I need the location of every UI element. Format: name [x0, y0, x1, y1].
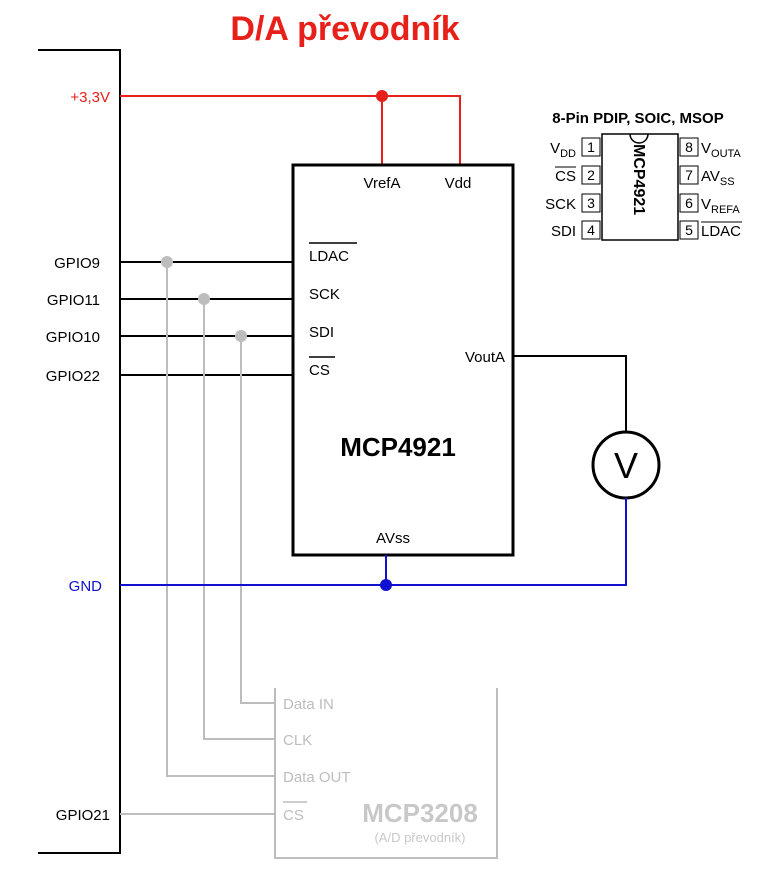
adc-pin-cs: CS [283, 807, 304, 824]
package-pin-number-5: 5 [685, 222, 693, 238]
package-pin-number-7: 7 [685, 167, 693, 183]
dac-pin-vrefa: VrefA [364, 175, 401, 192]
package-body [601, 133, 679, 241]
voltmeter-label: V [614, 445, 638, 486]
supply-junction [376, 90, 388, 102]
gpio11-label: GPIO11 [47, 292, 100, 309]
package-pin-label-7: AVSS [701, 168, 735, 188]
adc-data-out-wire [166, 262, 275, 777]
diagram-title: D/A převodník [230, 10, 459, 48]
dac-chip-body [291, 163, 515, 557]
package-pin-label-2: CS [555, 168, 576, 185]
supply-wire [120, 95, 461, 165]
package-title: 8-Pin PDIP, SOIC, MSOP [552, 110, 723, 127]
adc-chip-name: MCP3208 [362, 798, 478, 828]
adc-chip-outline [274, 688, 498, 859]
gpio10-label: GPIO10 [46, 329, 100, 346]
package-pin-box-8 [679, 137, 699, 157]
package-pin-label-6: VREFA [701, 196, 740, 216]
adc-chip-subtitle: (A/D převodník) [374, 830, 465, 845]
gpio9-junction [161, 256, 173, 268]
package-pin-box-1 [581, 137, 601, 157]
dac-pin-ldac: LDAC [309, 248, 349, 265]
dac-pin-vdd: Vdd [445, 175, 472, 192]
adc-pin-data-out: Data OUT [283, 769, 351, 786]
gpio9-label: GPIO9 [54, 255, 100, 272]
package-notch [629, 133, 649, 144]
package-pin-number-3: 3 [587, 195, 595, 211]
adc-pin-data-in: Data IN [283, 696, 334, 713]
dac-pin-cs: CS [309, 362, 330, 379]
package-pin-label-5: LDAC [701, 223, 741, 240]
package-pin-number-6: 6 [685, 195, 693, 211]
package-pin-number-4: 4 [587, 222, 595, 238]
package-pin-box-3 [581, 193, 601, 213]
gpio11-junction [198, 293, 210, 305]
package-pin-box-6 [679, 193, 699, 213]
dac-pin-sck: SCK [309, 286, 340, 303]
dac-pin-sdi: SDI [309, 324, 334, 341]
gpio21-label: GPIO21 [56, 807, 110, 824]
supply-label: +3,3V [70, 89, 110, 106]
ground-junction [380, 579, 392, 591]
package-pin-box-4 [581, 220, 601, 240]
package-pin-label-3: SCK [545, 196, 576, 213]
dac-pin-vouta: VoutA [465, 349, 505, 366]
ground-label: GND [69, 578, 103, 595]
gpio22-label: GPIO22 [46, 368, 100, 385]
package-pin-number-8: 8 [685, 139, 693, 155]
package-pin-box-7 [679, 165, 699, 185]
package-pin-number-1: 1 [587, 139, 595, 155]
raspberry-header-outline [38, 49, 121, 854]
package-pin-box-2 [581, 165, 601, 185]
adc-clk-wire [203, 299, 275, 740]
package-pin-number-2: 2 [587, 167, 595, 183]
adc-data-in-wire [240, 336, 275, 704]
dac-pin-avss: AVss [376, 530, 410, 547]
package-pin-label-8: VOUTA [701, 140, 741, 160]
package-pin-label-4: SDI [551, 223, 576, 240]
adc-pin-clk: CLK [283, 732, 312, 749]
package-chip-label: MCP4921 [630, 144, 647, 215]
package-pin-label-1: VDD [550, 140, 576, 160]
gpio10-junction [235, 330, 247, 342]
dac-chip-name: MCP4921 [340, 432, 456, 462]
vout-wire [513, 355, 627, 433]
ground-wire [120, 498, 627, 586]
package-pin-box-5 [679, 220, 699, 240]
